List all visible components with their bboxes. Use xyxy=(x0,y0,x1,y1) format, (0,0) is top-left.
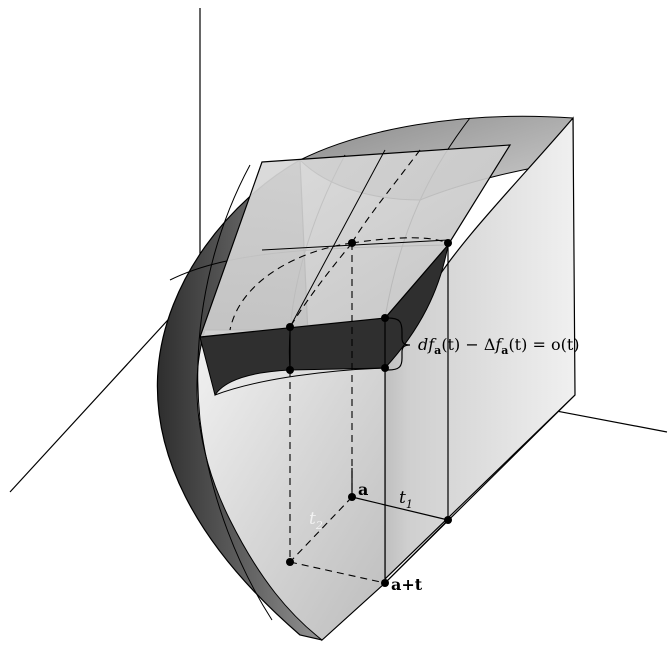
point-t2-end xyxy=(286,558,294,566)
error-brace xyxy=(387,317,411,371)
point-plane-left xyxy=(286,323,294,331)
point-plane-right xyxy=(444,239,452,247)
dashed-curve-lower xyxy=(289,242,353,328)
label-t1-sub: 1 xyxy=(406,498,413,511)
label-t2-sub: 2 xyxy=(315,519,323,532)
eq-sub1: a xyxy=(434,344,441,357)
point-a xyxy=(348,493,356,501)
label-a: a xyxy=(358,480,368,499)
surface-parallel-1 xyxy=(214,367,386,396)
eq-o: = o(t) xyxy=(527,335,579,354)
error-equation: dfa(t) − Δfa(t) = o(t) xyxy=(418,335,579,357)
eq-minus: − Δ xyxy=(460,335,495,354)
eq-paren1: (t) xyxy=(441,335,460,354)
label-t1-letter: t xyxy=(399,488,406,508)
eq-f1: f xyxy=(427,335,437,354)
plane-line-diagonal xyxy=(289,149,386,328)
error-band xyxy=(199,243,449,397)
surface-meridian-1 xyxy=(197,164,273,621)
eq-f2: f xyxy=(494,335,504,354)
dashed-curve-right xyxy=(351,237,449,244)
dashed-curve-top xyxy=(351,149,421,244)
label-t2: t2 xyxy=(309,509,323,532)
point-surface-front xyxy=(381,364,389,372)
point-tangent xyxy=(348,239,356,247)
eq-paren2: (t) xyxy=(508,335,527,354)
label-t2-letter: t xyxy=(309,509,316,529)
solid-verticals xyxy=(289,243,576,584)
label-a-plus-t: a+t xyxy=(391,575,423,594)
t1-segment xyxy=(351,496,449,521)
eq-d: d xyxy=(418,335,428,354)
dashed-base-line xyxy=(289,561,386,584)
points xyxy=(286,239,452,587)
base-right-edge xyxy=(384,394,576,584)
label-t1: t1 xyxy=(399,488,413,511)
point-surface-left xyxy=(286,366,294,374)
point-plane-front xyxy=(381,314,389,322)
dashed-t2-line xyxy=(289,496,353,563)
eq-sub2: a xyxy=(501,344,508,357)
dashed-curves xyxy=(229,149,449,584)
point-a-plus-t xyxy=(381,579,389,587)
point-t1-end xyxy=(444,516,452,524)
